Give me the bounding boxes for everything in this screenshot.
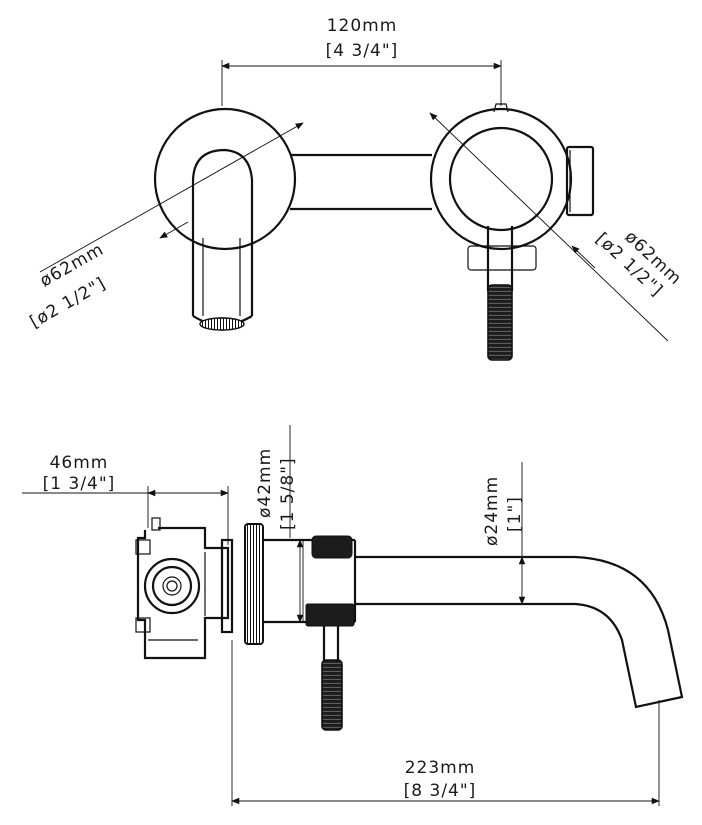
body-diameter-dimension: ø42mm [1 5/8"]	[255, 425, 304, 623]
side-handle-grip	[321, 659, 343, 731]
valve-body	[135, 517, 230, 660]
connecting-body	[290, 153, 432, 211]
spacing-metric-label: 120mm	[327, 16, 398, 36]
left-rosette-dimension: ø62mm [ø2 1/2"]	[27, 122, 304, 333]
wall-depth-imperial-label: [1 3/4"]	[43, 474, 116, 494]
side-rosette	[220, 523, 264, 645]
body-diameter-imperial-label: [1 5/8"]	[278, 457, 298, 530]
spout-diameter-dimension: ø24mm [1"]	[482, 462, 526, 605]
right-rosette-mixer	[429, 103, 595, 361]
front-handle-grip	[487, 284, 513, 361]
wall-depth-dimension: 46mm [1 3/4"]	[22, 453, 229, 545]
side-lever	[305, 535, 355, 731]
spout-length-dimension: 223mm [8 3/4"]	[231, 640, 660, 806]
spout-diameter-metric-label: ø24mm	[482, 476, 502, 546]
side-view: 46mm [1 3/4"]	[22, 425, 684, 806]
wall-depth-metric-label: 46mm	[50, 453, 109, 473]
body-diameter-metric-label: ø42mm	[255, 448, 275, 518]
spacing-dimension: 120mm [4 3/4"]	[221, 16, 502, 106]
spout-diameter-imperial-label: [1"]	[505, 496, 525, 532]
spacing-imperial-label: [4 3/4"]	[326, 41, 399, 61]
lever-top-grip	[311, 535, 353, 559]
left-rosette-imperial-label: [ø2 1/2"]	[27, 274, 110, 333]
spout-length-metric-label: 223mm	[405, 758, 476, 778]
right-rosette-dimension: ø62mm [ø2 1/2"]	[429, 112, 686, 342]
front-view: 120mm [4 3/4"] ø62mm [ø2 1/2"]	[27, 16, 686, 361]
left-rosette-spout	[153, 107, 297, 331]
spout-length-imperial-label: [8 3/4"]	[404, 781, 477, 801]
